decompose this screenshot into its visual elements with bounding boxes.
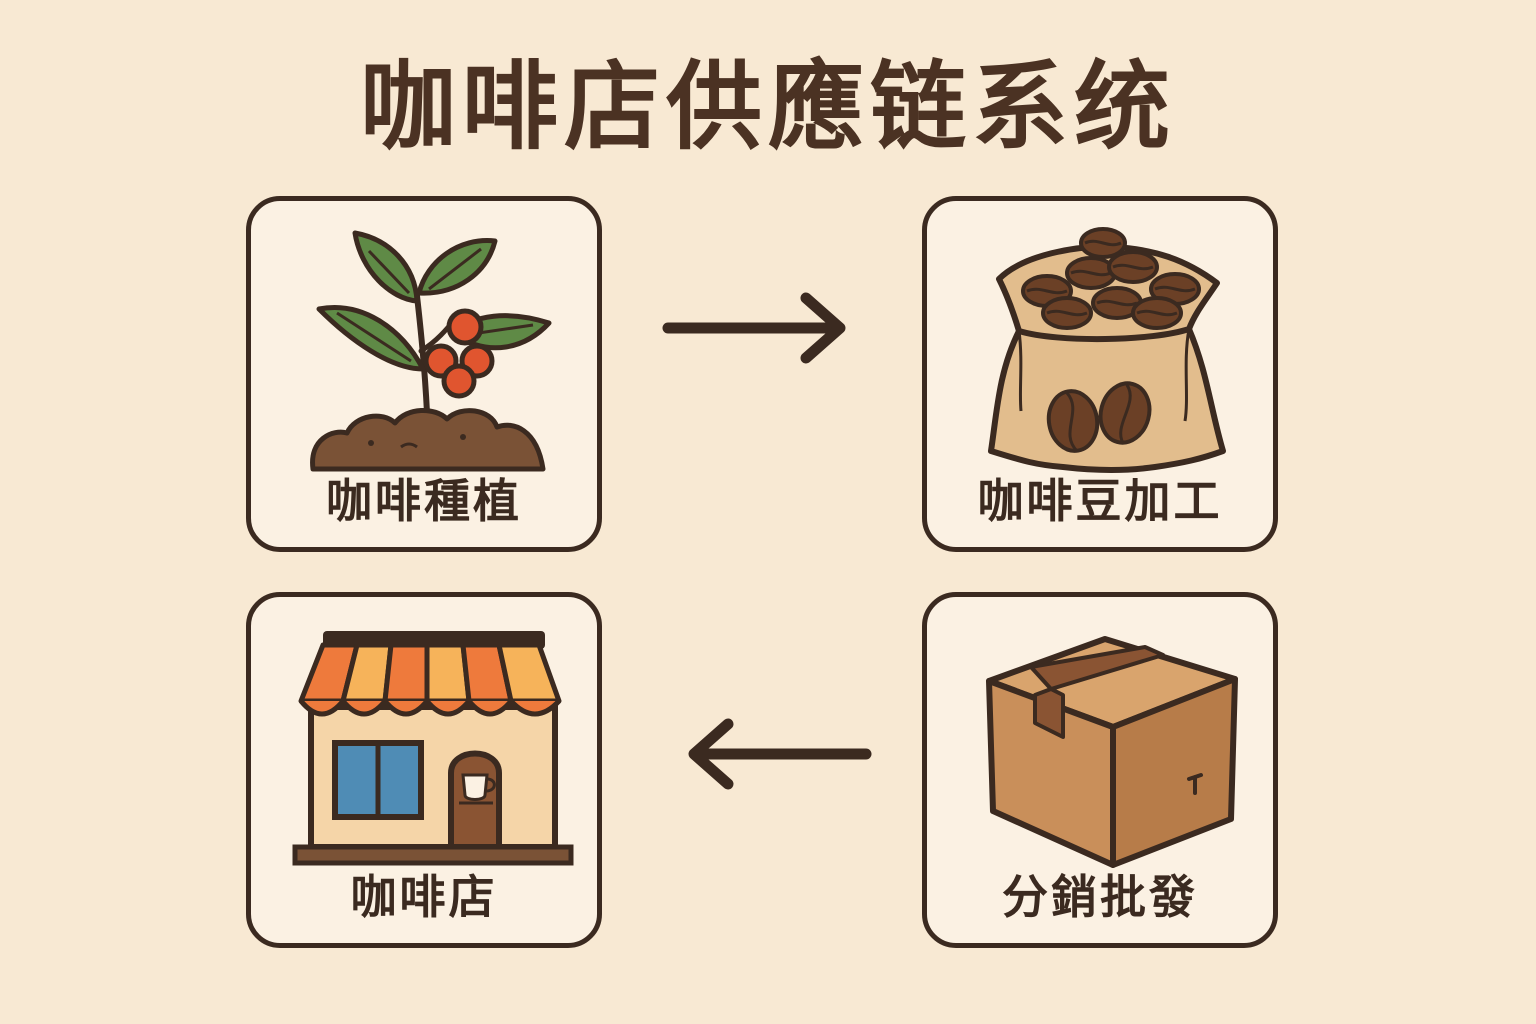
stage-label: 咖啡豆加工 — [977, 474, 1223, 528]
arrow-left-icon — [688, 718, 872, 790]
stage-label: 咖啡種植 — [326, 474, 522, 528]
coffee-bean-sack-icon — [988, 227, 1226, 473]
stage-label: 分銷批發 — [1002, 870, 1198, 924]
stage-card-distribution: 分銷批發 — [922, 592, 1278, 948]
arrow-right-icon — [662, 292, 846, 364]
page-title: 咖啡店供應链系统 — [360, 51, 1176, 163]
stage-label: 咖啡店 — [350, 870, 498, 924]
stage-card-coffee-planting: 咖啡種植 — [246, 196, 602, 552]
stage-card-coffee-shop: 咖啡店 — [246, 592, 602, 948]
coffee-plant-icon — [310, 230, 552, 472]
coffee-shop-icon — [292, 631, 574, 866]
stage-card-bean-processing: 咖啡豆加工 — [922, 196, 1278, 552]
cardboard-box-icon — [986, 636, 1238, 868]
